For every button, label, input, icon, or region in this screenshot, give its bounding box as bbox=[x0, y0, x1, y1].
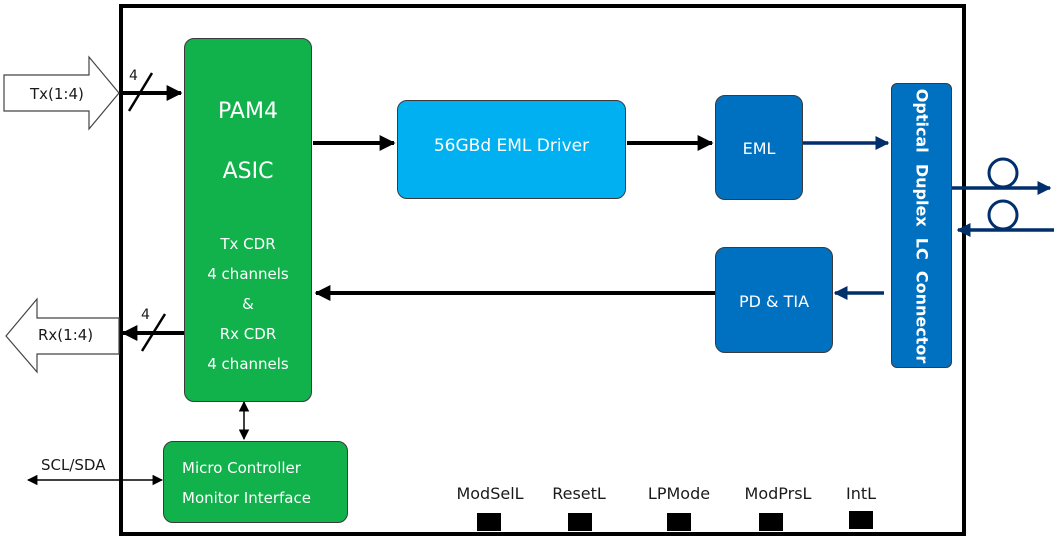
pam4-asic-block: PAM4 ASIC Tx CDR 4 channels & Rx CDR 4 c… bbox=[184, 38, 312, 402]
asic-subtitle: ASIC bbox=[222, 159, 274, 184]
tx-lane-count: 4 bbox=[129, 68, 138, 84]
pd-tia-label: PD & TIA bbox=[738, 292, 810, 311]
micro-line-2: Monitor Interface bbox=[182, 489, 311, 507]
lc-connector-label: Optical Duplex LC Connector bbox=[912, 88, 932, 364]
micro-line-1: Micro Controller bbox=[182, 459, 301, 477]
pin-label-modprsl: ModPrsL bbox=[744, 484, 812, 503]
i2c-label: SCL/SDA bbox=[41, 456, 106, 474]
rx-output-arrow bbox=[5, 297, 120, 374]
pin-label-modsell: ModSelL bbox=[456, 484, 524, 503]
eml-driver-block: 56GBd EML Driver bbox=[397, 100, 626, 199]
pin-modprsl bbox=[759, 513, 783, 531]
asic-line-4: Rx CDR bbox=[219, 325, 277, 343]
asic-title: PAM4 bbox=[218, 99, 278, 124]
tx-bus-slash bbox=[127, 72, 154, 112]
module-outline bbox=[119, 4, 966, 536]
fiber-loops-icon bbox=[952, 157, 1054, 237]
tx-io-label: Tx(1:4) bbox=[30, 85, 84, 103]
asic-line-1: Tx CDR bbox=[220, 235, 276, 253]
rx-bus-slash bbox=[140, 313, 167, 352]
eml-label: EML bbox=[742, 139, 776, 158]
rx-lane-count: 4 bbox=[141, 307, 150, 323]
pin-resetl bbox=[568, 513, 592, 531]
lc-connector-block: Optical Duplex LC Connector bbox=[891, 83, 952, 368]
rx-io-label: Rx(1:4) bbox=[38, 326, 94, 344]
pin-intl bbox=[849, 511, 873, 529]
pin-label-intl: IntL bbox=[845, 484, 877, 503]
pin-modsell bbox=[477, 513, 501, 531]
pin-label-lpmode: LPMode bbox=[647, 484, 711, 503]
pin-label-resetl: ResetL bbox=[552, 484, 606, 503]
asic-line-2: 4 channels bbox=[207, 265, 289, 283]
eml-block: EML bbox=[715, 95, 803, 200]
asic-line-3: & bbox=[242, 295, 254, 313]
asic-line-5: 4 channels bbox=[207, 355, 289, 373]
pd-tia-block: PD & TIA bbox=[715, 247, 833, 353]
tx-input-arrow bbox=[3, 55, 120, 131]
pin-lpmode bbox=[667, 513, 691, 531]
micro-controller-block: Micro Controller Monitor Interface bbox=[163, 441, 348, 523]
eml-driver-label: 56GBd EML Driver bbox=[433, 136, 590, 156]
